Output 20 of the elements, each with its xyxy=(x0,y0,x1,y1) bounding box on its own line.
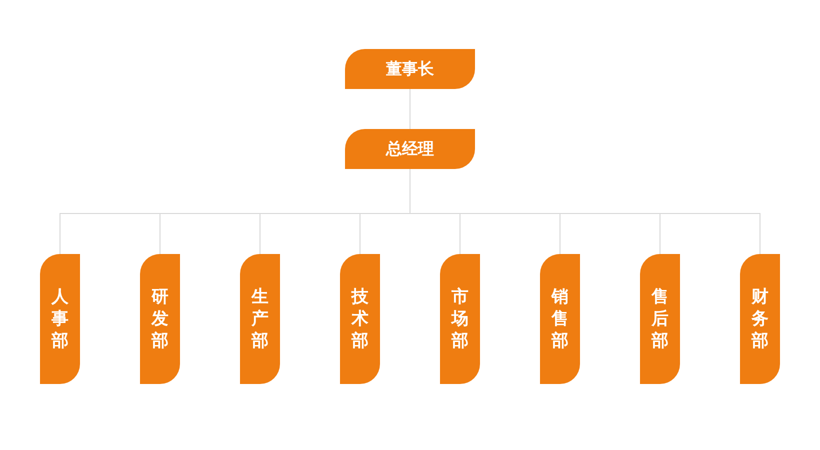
department-box xyxy=(140,254,180,384)
box-label: 销售部 xyxy=(552,286,568,352)
box-label: 研发部 xyxy=(152,286,168,352)
department-box xyxy=(240,254,280,384)
department-box xyxy=(340,254,380,384)
box-label: 生产部 xyxy=(252,286,268,352)
box-label: 售后部 xyxy=(652,286,668,352)
department-box xyxy=(440,254,480,384)
box-label: 总经理 xyxy=(386,138,434,160)
box-label: 人事部 xyxy=(52,286,68,352)
department-box xyxy=(640,254,680,384)
department-box xyxy=(540,254,580,384)
box-label: 财务部 xyxy=(752,286,768,352)
box-label: 市场部 xyxy=(452,286,468,352)
position-box xyxy=(345,49,475,89)
box-label: 董事长 xyxy=(386,58,434,80)
box-label: 技术部 xyxy=(352,286,368,352)
department-box xyxy=(740,254,780,384)
position-box xyxy=(345,129,475,169)
department-box xyxy=(40,254,80,384)
